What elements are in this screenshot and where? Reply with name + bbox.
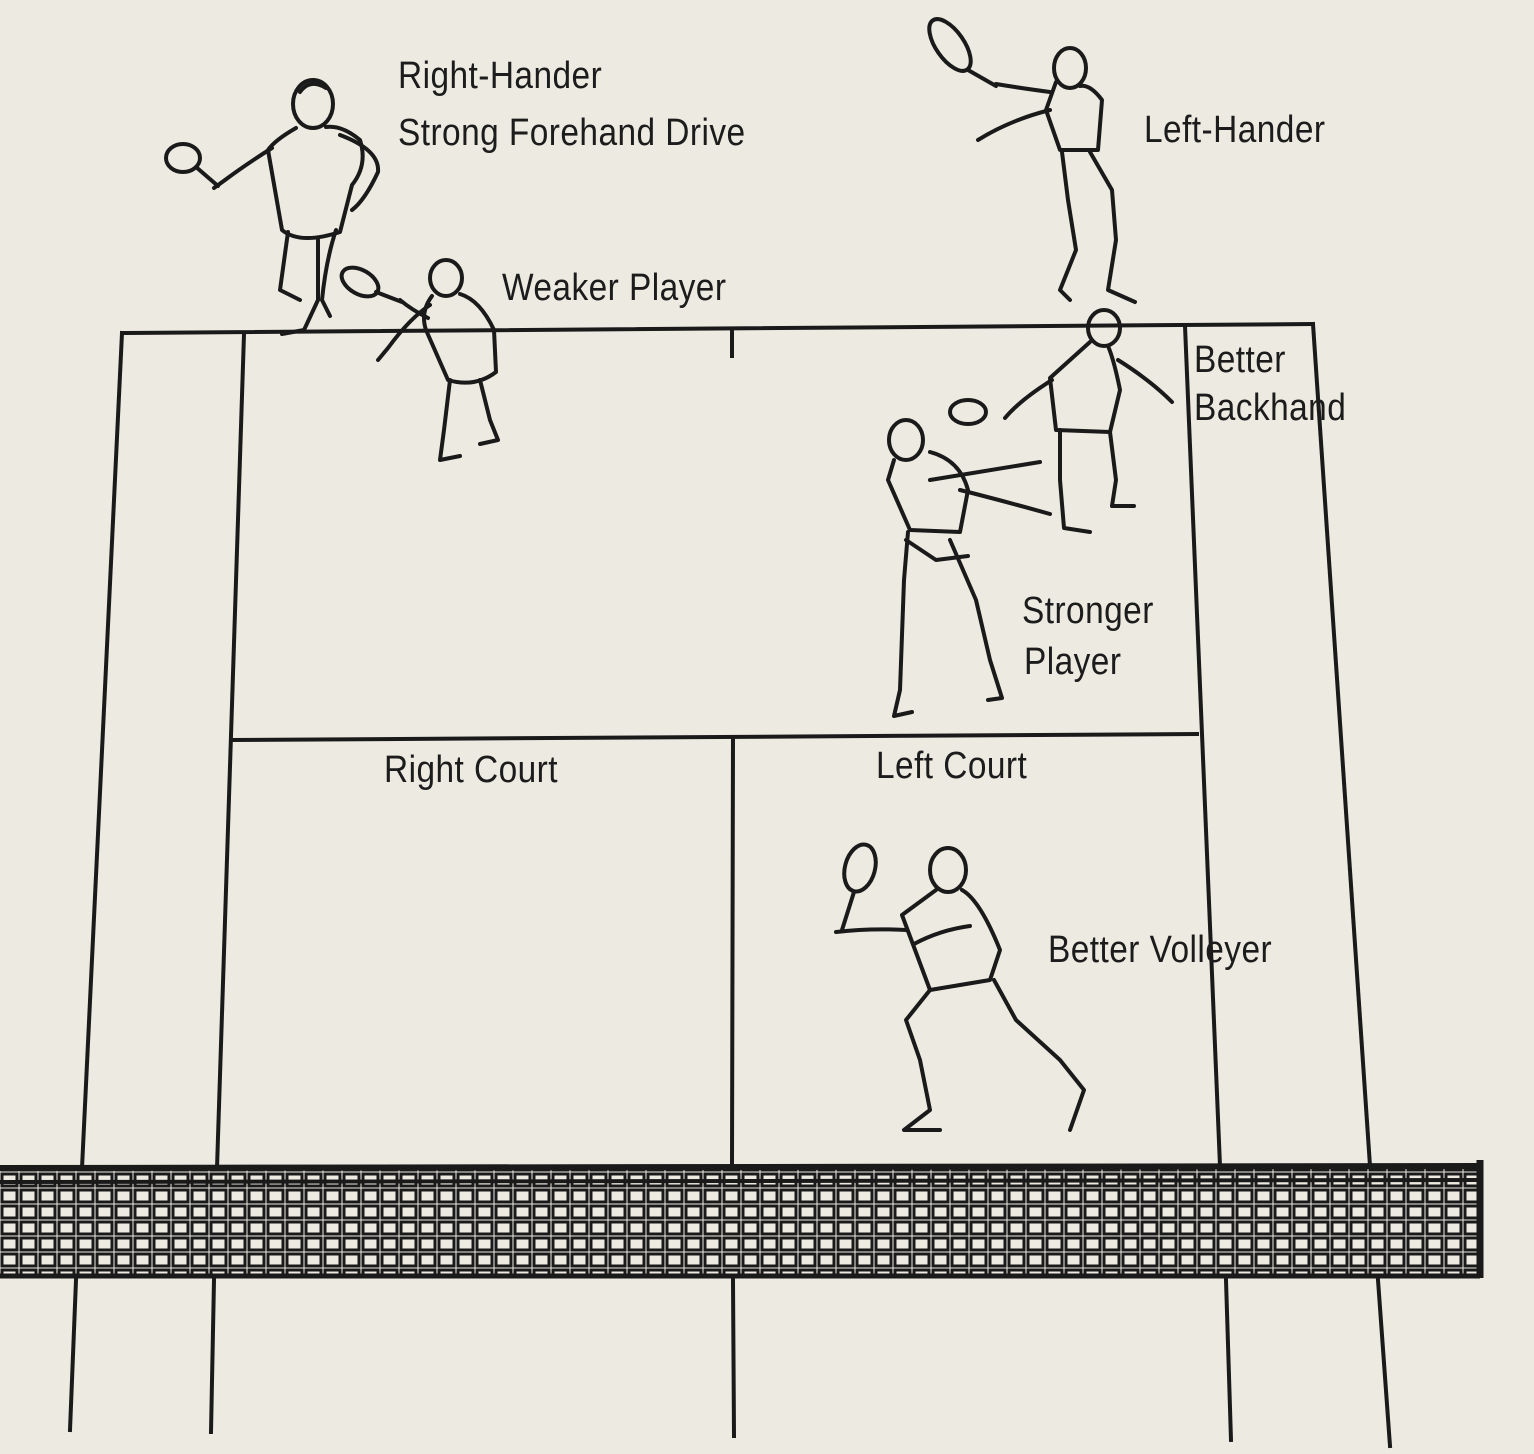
strong-forehand-drive-label: Strong Forehand Drive (398, 112, 746, 154)
weaker-player-figure (339, 258, 500, 462)
player-label: Player (1024, 641, 1122, 683)
better-backhand-figure (948, 308, 1174, 534)
backhand-label: Backhand (1194, 387, 1347, 429)
stronger-label: Stronger (1022, 590, 1154, 632)
right-singles-sideline-near (1223, 1277, 1234, 1443)
service-line (229, 731, 1200, 743)
left-singles-sideline (214, 331, 247, 1171)
left-hander-figure (927, 17, 1137, 304)
center-line-near (730, 1277, 737, 1439)
left-doubles-sideline-near (67, 1277, 79, 1433)
left-hander-label: Left-Hander (1144, 109, 1326, 151)
center-service-line (729, 735, 736, 1167)
right-doubles-sideline-near (1375, 1277, 1393, 1449)
court-lines (67, 321, 1393, 1449)
weaker-player-label: Weaker Player (502, 267, 727, 309)
left-court-label: Left Court (876, 745, 1028, 787)
stronger-player-figure (886, 418, 1052, 718)
better-volleyer-figure (834, 842, 1086, 1132)
left-singles-sideline-near (208, 1277, 217, 1435)
tennis-net (0, 1160, 1484, 1279)
baseline (119, 321, 1316, 336)
better-volleyer-label: Better Volleyer (1048, 929, 1273, 971)
left-doubles-sideline (79, 330, 125, 1171)
right-singles-sideline (1182, 323, 1223, 1169)
right-hander-label: Right-Hander (398, 55, 603, 97)
better-label: Better (1194, 339, 1286, 381)
right-court-label: Right Court (384, 749, 558, 791)
right-hander-figure (164, 78, 381, 336)
right-doubles-sideline (1310, 321, 1373, 1169)
